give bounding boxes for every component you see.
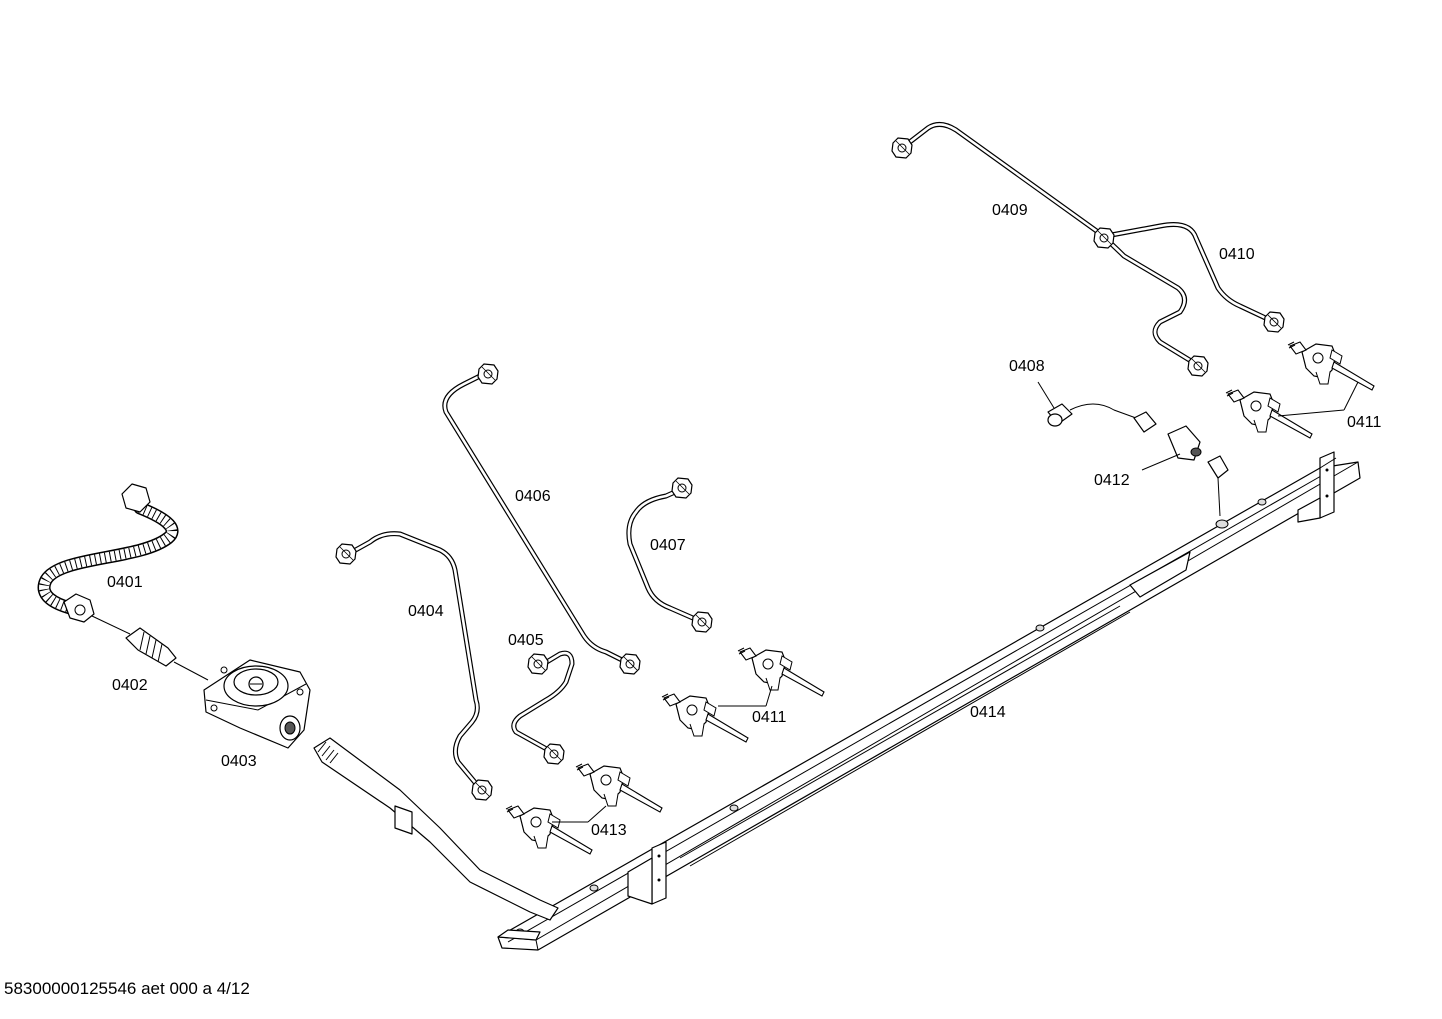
pipe-0407 xyxy=(626,477,713,633)
leader-lines xyxy=(552,381,1359,823)
label-0407: 0407 xyxy=(650,537,686,554)
connector-0408 xyxy=(1037,381,1157,433)
gas-ramp-0414 xyxy=(497,451,1361,951)
label-0413: 0413 xyxy=(591,822,627,839)
label-0411-upper: 0411 xyxy=(1347,414,1382,431)
label-0412: 0412 xyxy=(1094,472,1130,489)
regulator-0403 xyxy=(203,659,311,749)
label-0411-middle: 0411 xyxy=(752,709,787,726)
label-0406: 0406 xyxy=(515,488,551,505)
pipe-0404 xyxy=(335,531,493,801)
label-0408: 0408 xyxy=(1009,358,1045,375)
label-0414: 0414 xyxy=(970,704,1006,721)
pipe-0410 xyxy=(1093,222,1285,333)
label-0404: 0404 xyxy=(408,603,444,620)
label-0401: 0401 xyxy=(107,574,143,591)
flex-hose-0401 xyxy=(37,483,179,635)
inlet-pipe xyxy=(313,737,559,921)
pipe-0406 xyxy=(442,363,641,675)
fitting-0412 xyxy=(1141,425,1229,517)
adaptor-0402 xyxy=(125,627,209,681)
document-id: 58300000125546 aet 000 a 4/12 xyxy=(4,979,250,998)
gas-tap-0413 xyxy=(505,763,663,855)
label-0409: 0409 xyxy=(992,202,1028,219)
label-0410: 0410 xyxy=(1219,246,1255,263)
gas-tap-0411-middle xyxy=(661,647,825,743)
part-labels: 0401 0402 0403 0404 0405 0406 0407 0408 … xyxy=(107,202,1382,839)
label-0403: 0403 xyxy=(221,753,257,770)
pipe-0405 xyxy=(511,650,575,765)
pipe-0409 xyxy=(891,122,1209,377)
label-0405: 0405 xyxy=(508,632,544,649)
label-0402: 0402 xyxy=(112,677,148,694)
